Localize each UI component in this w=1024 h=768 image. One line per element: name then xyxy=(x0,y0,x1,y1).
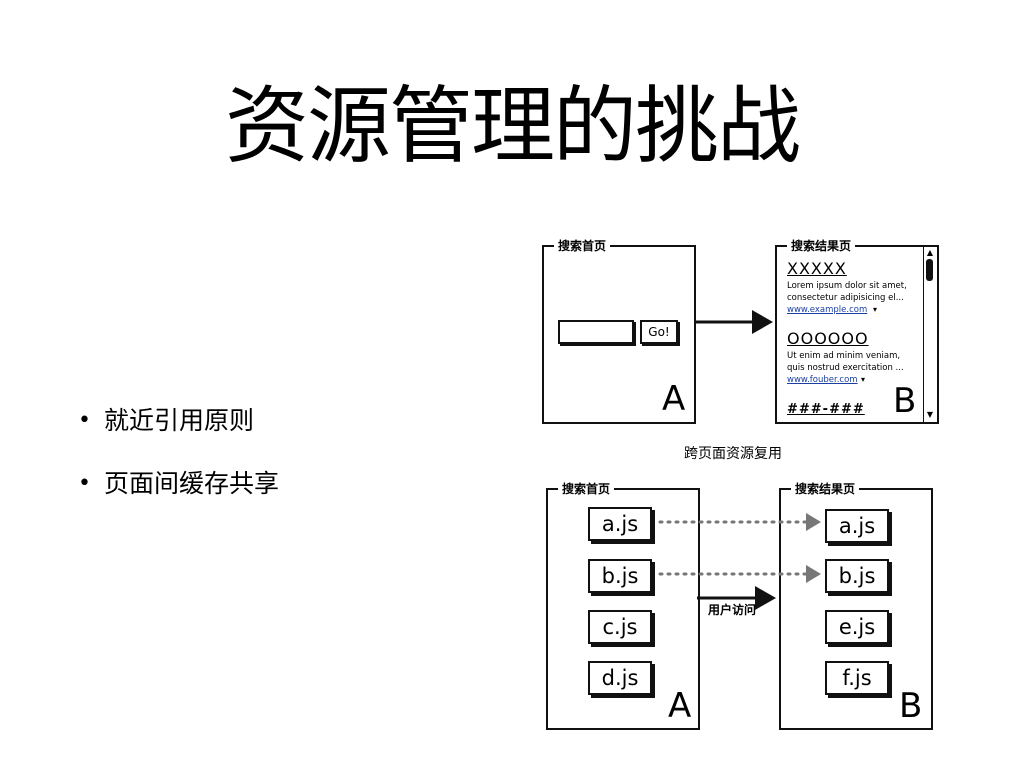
search-results-frame: 搜索结果页 a.js b.js e.js f.js B xyxy=(779,480,933,730)
scroll-thumb xyxy=(926,259,933,281)
frame-title: 搜索结果页 xyxy=(787,237,856,255)
scroll-down-icon: ▼ xyxy=(926,410,934,419)
caret-down-icon: ▾ xyxy=(861,375,866,384)
search-input xyxy=(558,320,634,344)
scroll-up-icon: ▲ xyxy=(926,248,934,257)
js-file-box: a.js xyxy=(825,509,889,543)
frame-letter: A xyxy=(668,686,692,726)
js-file-box: d.js xyxy=(588,661,652,695)
result-link: OOOOOO xyxy=(787,329,869,348)
result-snippet: Lorem ipsum dolor sit amet, xyxy=(787,281,907,291)
frame-letter: B xyxy=(899,686,923,726)
bullet-text: 就近引用原则 xyxy=(104,406,255,435)
js-file-box: b.js xyxy=(588,559,652,593)
search-home-frame: 搜索首页 a.js b.js c.js d.js A xyxy=(546,480,700,730)
js-file-box: a.js xyxy=(588,507,652,541)
scrollbar: ▲ ▼ xyxy=(923,247,936,422)
go-button: Go! xyxy=(640,320,678,344)
frame-title: 搜索首页 xyxy=(554,237,611,255)
frame-letter: B xyxy=(893,381,917,421)
frame-letter: A xyxy=(662,379,686,419)
result-snippet: quis nostrud exercitation ... xyxy=(787,363,904,373)
arrow-label: 用户访问 xyxy=(708,603,757,617)
result-url: www.fouber.com xyxy=(787,375,858,385)
bullet-text: 页面间缓存共享 xyxy=(104,469,280,498)
bullet-item: • 页面间缓存共享 xyxy=(78,467,279,501)
js-file-box: e.js xyxy=(825,610,889,644)
js-file-box: f.js xyxy=(825,661,889,695)
js-file-box: b.js xyxy=(825,559,889,593)
diagram-caption: 跨页面资源复用 xyxy=(684,446,782,462)
result-snippet: Ut enim ad minim veniam, xyxy=(787,351,901,361)
frame-title: 搜索首页 xyxy=(558,480,615,498)
caret-down-icon: ▾ xyxy=(873,305,878,314)
result-link: XXXXX xyxy=(787,259,847,278)
result-snippet: consectetur adipisicing el... xyxy=(787,293,904,303)
bullet-item: • 就近引用原则 xyxy=(78,404,254,438)
bullet-dot-icon: • xyxy=(78,408,91,433)
js-file-box: c.js xyxy=(588,610,652,644)
bullet-dot-icon: • xyxy=(78,471,91,496)
slide-title: 资源管理的挑战 xyxy=(224,77,801,175)
result-footer: ###-### xyxy=(787,402,865,417)
search-home-frame: 搜索首页 Go! A xyxy=(542,237,696,424)
search-results-frame: 搜索结果页 XXXXX Lorem ipsum dolor sit amet, … xyxy=(775,237,939,424)
frame-title: 搜索结果页 xyxy=(791,480,860,498)
result-url: www.example.com xyxy=(787,305,868,315)
